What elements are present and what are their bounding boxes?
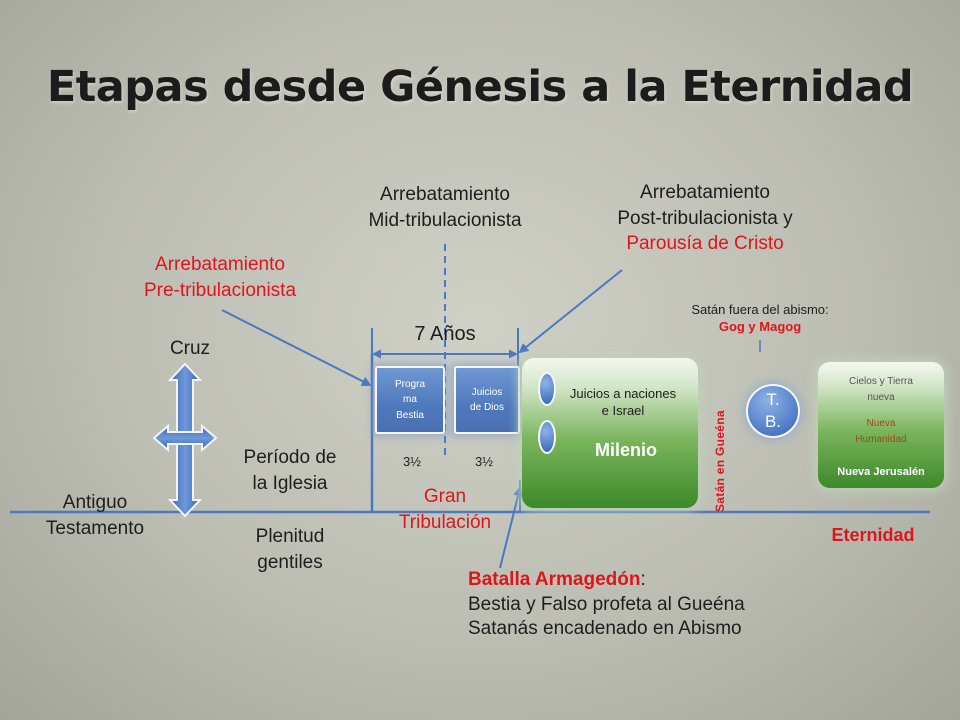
satan-gueena-label: Satán en Gueéna [713, 410, 727, 512]
cielos-line2: nueva [867, 392, 895, 403]
cross-icon [152, 362, 218, 518]
milenio-bullet-1 [538, 372, 556, 406]
humanidad-line: Humanidad [855, 434, 907, 445]
milenio-bullet-2 [538, 420, 556, 454]
seven-years-label: 7 Años [414, 323, 476, 345]
armagedon-heading: Batalla Armagedón [468, 569, 641, 590]
milenio-line1: Juicios a naciones [569, 386, 677, 401]
gog-magog-label: Gog y Magog [718, 318, 802, 334]
trono-blanco-circle: T.B. [746, 384, 800, 438]
page-title: Etapas desde Génesis a la Eternidad [46, 62, 914, 112]
cruz-label: Cruz [169, 338, 211, 359]
nueva-line: Nueva [866, 418, 896, 429]
armagedon-pointer [499, 486, 523, 569]
eternidad-label: Eternidad [831, 525, 915, 545]
half-left-label: 3½ [402, 454, 422, 469]
milenio-box: Juicios a naciones e Israel Milenio [522, 358, 698, 508]
post-trib-pointer [518, 269, 623, 354]
milenio-line2: e Israel [601, 402, 645, 418]
parousia-label: Parousía de Cristo [626, 233, 784, 255]
satan-fuera-label: Satán fuera del abismo: Gog y Magog [660, 302, 860, 336]
armagedon-line1: Bestia y Falso profeta al Gueéna [468, 593, 745, 615]
cielos-line1: Cielos y Tierra [849, 376, 913, 387]
armagedon-block: Batalla Armagedón: Bestia y Falso profet… [468, 568, 868, 642]
armagedon-line2: Satanás encadenado en Abismo [468, 618, 742, 640]
nueva-creacion-box: Cielos y Tierra nueva Nueva Humanidad Nu… [818, 362, 944, 488]
milenio-title: Milenio [595, 440, 657, 460]
half-right-label: 3½ [474, 454, 494, 469]
nueva-jerusalen-line: Nueva Jerusalén [837, 466, 925, 478]
pre-trib-pointer [221, 309, 372, 386]
